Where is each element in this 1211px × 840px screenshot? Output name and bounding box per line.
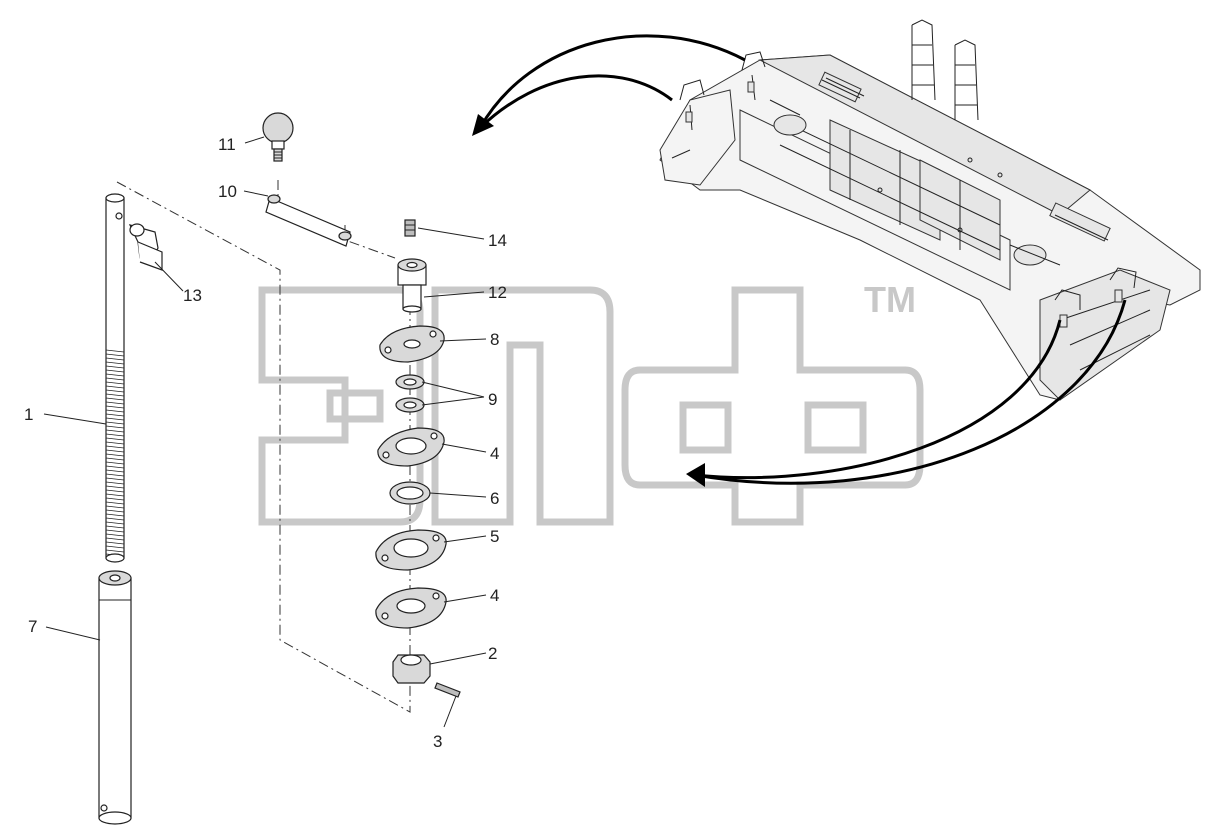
callout-8: 8 xyxy=(490,330,499,349)
thread-line xyxy=(105,521,125,525)
thread-line xyxy=(105,489,125,493)
thread-line xyxy=(105,373,125,377)
watermark-logo: TM xyxy=(258,279,924,526)
assembly-line xyxy=(116,181,411,713)
thread-line xyxy=(105,549,125,553)
part-6-ring xyxy=(389,481,431,505)
callout-7: 7 xyxy=(28,617,37,636)
thread-line xyxy=(105,545,125,549)
thread-line xyxy=(105,473,125,477)
part-14-set-screw xyxy=(404,219,416,237)
thread-line xyxy=(105,497,125,501)
thread-line xyxy=(105,401,125,405)
callout-6: 6 xyxy=(490,489,499,508)
thread-line xyxy=(105,425,125,429)
thread-line xyxy=(105,409,125,413)
thread-line xyxy=(105,397,125,401)
part-12-hub xyxy=(397,258,427,313)
thread-line xyxy=(105,493,125,497)
callout-4-upper: 4 xyxy=(490,444,499,463)
thread-line xyxy=(105,433,125,437)
part-2-nut xyxy=(392,654,431,684)
thread-line xyxy=(105,353,125,357)
thread-line xyxy=(105,501,125,505)
callout-13: 13 xyxy=(183,286,202,305)
leader-lines xyxy=(43,136,487,728)
thread-line xyxy=(105,449,125,453)
trademark-text: TM xyxy=(864,279,916,320)
thread-line xyxy=(105,377,125,381)
part-7-tube xyxy=(98,570,132,825)
thread-line xyxy=(105,385,125,389)
part-1-threaded-rod xyxy=(105,193,125,563)
part-8-plate xyxy=(379,325,445,363)
thread-line xyxy=(105,469,125,473)
thread-line xyxy=(105,505,125,509)
thread-line xyxy=(105,481,125,485)
thread-line xyxy=(105,429,125,433)
thread-line xyxy=(105,485,125,489)
thread-line xyxy=(105,517,125,521)
callout-2: 2 xyxy=(488,644,497,663)
thread-line xyxy=(105,369,125,373)
thread-line xyxy=(105,381,125,385)
thread-line xyxy=(105,509,125,513)
part-4-plate-upper xyxy=(377,427,445,467)
thread-line xyxy=(105,533,125,537)
part-5-plate xyxy=(375,529,447,571)
thread-line xyxy=(105,529,125,533)
thread-line xyxy=(105,413,125,417)
part-11-knob xyxy=(262,112,294,162)
thread-line xyxy=(105,525,125,529)
thread-line xyxy=(105,361,125,365)
thread-line xyxy=(105,393,125,397)
callout-labels: 1 2 3 4 4 5 6 7 8 9 10 11 12 13 14 xyxy=(24,135,507,751)
thread-line xyxy=(105,461,125,465)
part-13-clip xyxy=(128,223,163,271)
part-4-plate-lower xyxy=(375,587,447,629)
thread-line xyxy=(105,537,125,541)
thread-line xyxy=(105,445,125,449)
thread-line xyxy=(105,453,125,457)
callout-9: 9 xyxy=(488,390,497,409)
part-3-pin xyxy=(434,682,461,698)
thread-line xyxy=(105,365,125,369)
thread-line xyxy=(105,389,125,393)
machine-illustration xyxy=(659,19,1201,401)
callout-10: 10 xyxy=(218,182,237,201)
thread-line xyxy=(105,477,125,481)
thread-line xyxy=(105,417,125,421)
direction-arrows xyxy=(472,34,1127,487)
thread-line xyxy=(105,465,125,469)
thread-line xyxy=(105,513,125,517)
callout-11: 11 xyxy=(218,135,236,154)
thread-line xyxy=(105,457,125,461)
callout-12: 12 xyxy=(488,283,507,302)
callout-3: 3 xyxy=(433,732,442,751)
thread-line xyxy=(105,357,125,361)
callout-1: 1 xyxy=(24,405,33,424)
thread-line xyxy=(105,437,125,441)
callout-14: 14 xyxy=(488,231,507,250)
callout-4-lower: 4 xyxy=(490,586,499,605)
part-10-lever xyxy=(265,194,352,247)
thread-line xyxy=(105,441,125,445)
thread-line xyxy=(105,405,125,409)
thread-line xyxy=(105,349,125,353)
callout-5: 5 xyxy=(490,527,499,546)
thread-line xyxy=(105,541,125,545)
thread-line xyxy=(105,421,125,425)
